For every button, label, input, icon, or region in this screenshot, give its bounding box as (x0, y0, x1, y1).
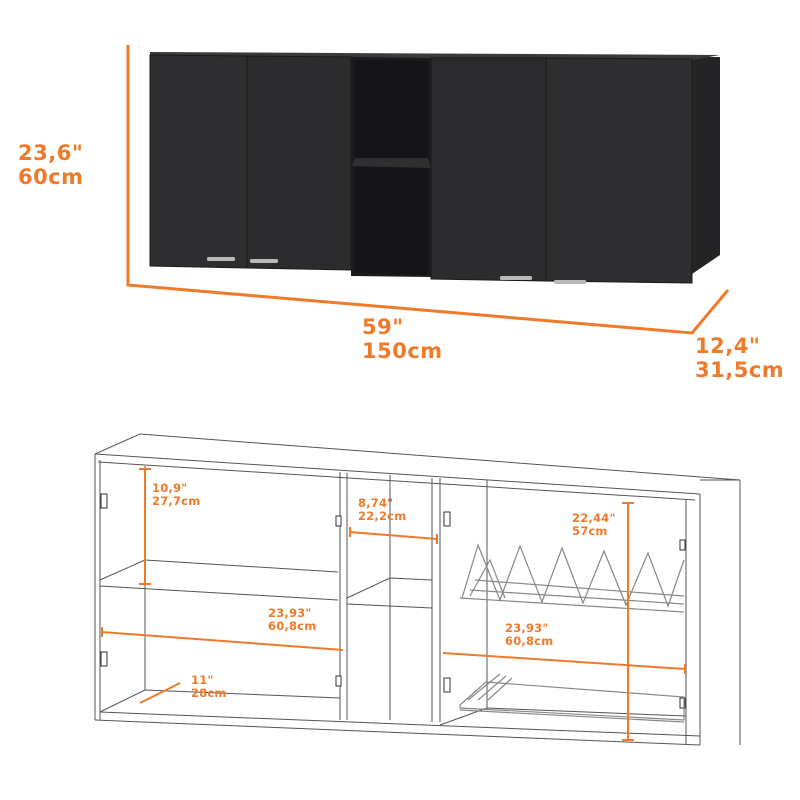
door-handle (250, 259, 278, 263)
left-upper-height-inches: 10,9" (152, 481, 188, 495)
center-width-inches: 8,74" (358, 496, 394, 510)
depth-cm: 31,5cm (695, 357, 785, 382)
door-handle (207, 257, 235, 261)
plate-rack (459, 543, 685, 613)
right-height-inches: 22,44" (572, 511, 616, 525)
right-width-label: 23,93" 60,8cm (505, 622, 553, 648)
right-width-cm: 60,8cm (505, 633, 554, 648)
door-handle (554, 280, 586, 284)
width-label: 59" 150cm (362, 315, 443, 363)
interior-dimension-lines (101, 468, 686, 741)
dish-drying-tray (459, 673, 685, 723)
left-width-label: 23,93" 60,8cm (268, 607, 316, 633)
right-height-cm: 57cm (572, 523, 608, 538)
cabinet-render (149, 52, 720, 284)
left-upper-height-label: 10,9" 27,7cm (152, 482, 200, 508)
door-handle (500, 276, 532, 280)
left-width-inches: 23,93" (268, 606, 312, 620)
center-width-label: 8,74" 22,2cm (358, 497, 406, 523)
height-cm: 60cm (18, 164, 84, 189)
left-depth-cm: 28cm (191, 685, 227, 700)
cabinet-line-drawing (94, 433, 741, 746)
width-cm: 150cm (362, 338, 443, 363)
overall-dimension-lines (126, 45, 730, 335)
left-depth-label: 11" 28cm (191, 674, 227, 700)
left-upper-height-cm: 27,7cm (152, 493, 201, 508)
right-height-label: 22,44" 57cm (572, 512, 616, 538)
height-label: 23,6" 60cm (18, 141, 84, 189)
right-width-inches: 23,93" (505, 621, 549, 635)
depth-inches: 12,4" (695, 334, 761, 358)
left-depth-inches: 11" (191, 673, 214, 687)
hinge-icons (100, 493, 686, 709)
center-width-cm: 22,2cm (358, 508, 407, 523)
height-inches: 23,6" (18, 141, 84, 165)
width-inches: 59" (362, 315, 404, 339)
left-width-cm: 60,8cm (268, 618, 317, 633)
depth-label: 12,4" 31,5cm (695, 334, 785, 382)
